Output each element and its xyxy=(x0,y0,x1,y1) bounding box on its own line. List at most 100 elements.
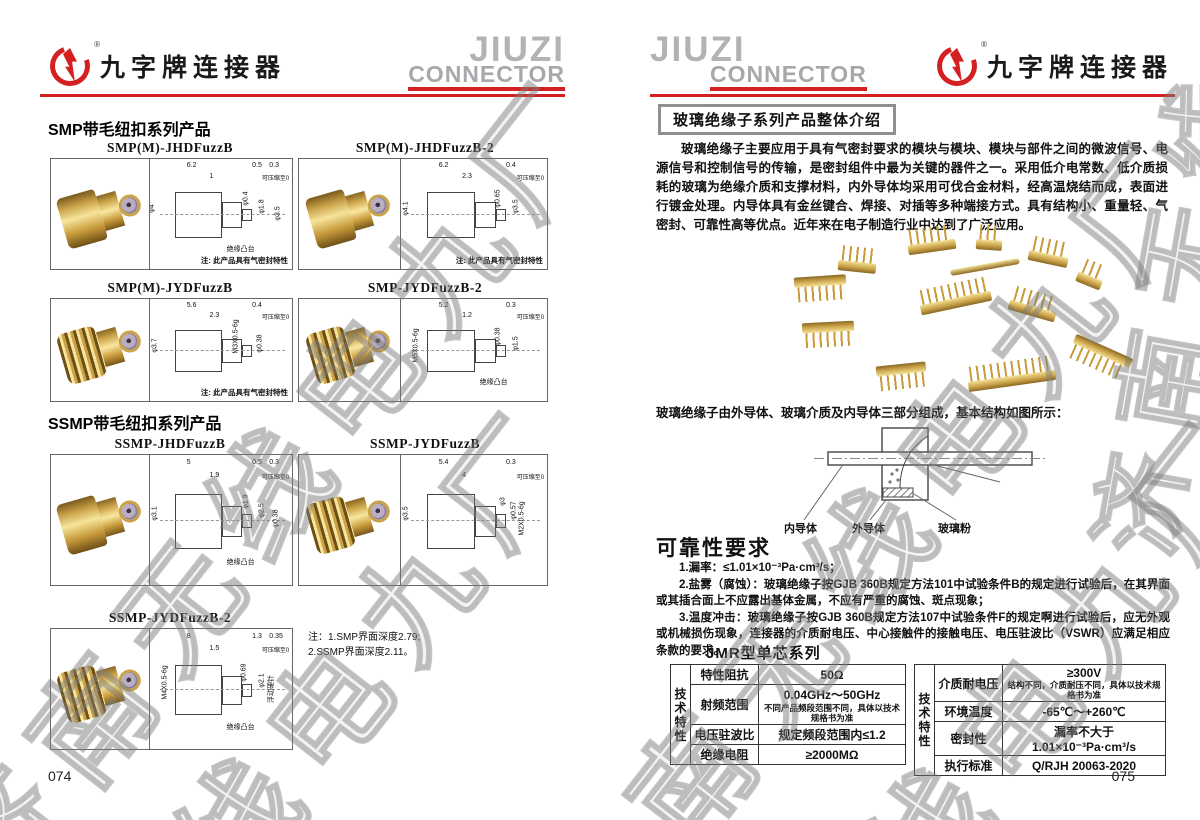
brand-logotype: JIUZI CONNECTOR xyxy=(650,32,867,91)
connector-photo xyxy=(950,257,1020,277)
spec-table-environment: 技术特性 介质耐电压 ≥300V 结构不同，介质耐压不同，具体以技术规格书为准 … xyxy=(914,664,1166,776)
spec-label: 绝缘电阻 xyxy=(690,744,759,765)
spec-value: ≥2000MΩ xyxy=(758,744,906,765)
product-name: SSMP-JYDFuzzB xyxy=(370,436,480,451)
spec-value: -65℃～+260℃ xyxy=(1002,701,1166,722)
connector-photo xyxy=(875,361,927,377)
table-side-header: 技术特性 xyxy=(914,664,935,776)
product-photo xyxy=(299,455,401,585)
spec-value: 50Ω xyxy=(758,664,906,685)
diagram-label-glass: 玻璃粉 xyxy=(938,521,971,535)
connector-photo xyxy=(801,320,855,334)
series-table-title: JMR型单芯系列 xyxy=(706,645,821,662)
brand-name-cn: 九字牌连接器 xyxy=(100,54,287,82)
spec-value: ≥300V xyxy=(1066,666,1102,680)
spec-label: 介质耐电压 xyxy=(934,664,1003,702)
connector-photo xyxy=(1072,333,1134,369)
product-photo xyxy=(51,455,150,585)
glass-seal-shape xyxy=(882,487,914,498)
structure-diagram: 内导体 外导体 玻璃粉 xyxy=(770,422,1070,540)
product-name: SSMP-JHDFuzzB xyxy=(114,436,226,451)
spec-label: 电压驻波比 xyxy=(690,724,759,745)
registered-mark: ® xyxy=(94,40,100,49)
product-name: SMP(M)-JHDFuzzB-2 xyxy=(355,140,495,155)
spec-value: 0.04GHz～50GHz xyxy=(783,688,881,702)
product-photo xyxy=(299,159,401,269)
header-rule xyxy=(40,94,565,97)
spec-label: 执行标准 xyxy=(934,755,1003,776)
spec-value: 规定频段范围内≤1.2 xyxy=(758,724,906,745)
left-page-header: ® 九字牌连接器 JIUZI CONNECTOR xyxy=(40,30,565,97)
section-title-ssmp: SSMP带毛纽扣系列产品 xyxy=(48,416,222,433)
brand-block: ® 九字牌连接器 xyxy=(930,39,1173,93)
reliability-list: 1.漏率：≤1.01×10⁻³Pa·cm³/s； 2.盐雾（腐蚀）：玻璃绝缘子按… xyxy=(656,560,1170,659)
logotype-jiuzi: JIUZI xyxy=(469,30,565,69)
registered-mark: ® xyxy=(981,40,987,49)
reliability-item: 2.盐雾（腐蚀）：玻璃绝缘子按GJB 360B规定方法101中试验条件B的规定进… xyxy=(656,578,1170,608)
product-photo xyxy=(51,299,150,401)
right-page-header: JIUZI CONNECTOR ® 九字牌连接器 xyxy=(650,30,1175,97)
brand-block: ® 九字牌连接器 xyxy=(43,39,287,93)
logotype-connector: CONNECTOR xyxy=(710,63,867,91)
header-rule xyxy=(650,94,1175,97)
connector-photo xyxy=(1027,249,1069,269)
connector-photo xyxy=(919,290,993,316)
connector-photo xyxy=(1075,271,1103,291)
connector-photo xyxy=(793,274,847,288)
interface-depth-note: 注：1.SMP界面深度2.79; 2.SSMP界面深度2.11。 xyxy=(308,632,421,658)
page-number: 074 xyxy=(48,768,72,784)
connector-photo xyxy=(907,238,957,256)
left-page: ® 九字牌连接器 JIUZI CONNECTOR SMP带毛纽扣系列产品 SMP… xyxy=(40,30,565,790)
connector-photo xyxy=(967,369,1057,393)
product-photo xyxy=(51,159,150,269)
spec-table-electrical: 技术特性 特性阻抗 50Ω 射频范围 0.04GHz～50GHz 不同产品频段范… xyxy=(670,664,906,765)
structure-caption: 玻璃绝缘子由外导体、玻璃介质及内导体三部分组成，基本结构如图所示： xyxy=(656,406,1069,420)
brand-logo-icon: ® xyxy=(43,39,100,93)
section-title-smp: SMP带毛纽扣系列产品 xyxy=(48,122,211,139)
brand-logo-icon: ® xyxy=(930,39,987,93)
product-name: SMP-JYDFuzzB-2 xyxy=(367,280,483,295)
product-photo xyxy=(51,629,150,749)
seal-note: 注: 此产品具有气密封特性 xyxy=(200,388,288,397)
brand-name-cn: 九字牌连接器 xyxy=(986,54,1173,82)
logotype-jiuzi: JIUZI xyxy=(650,30,746,69)
spec-value: Q/RJH 20063-2020 xyxy=(1002,755,1166,776)
table-side-header: 技术特性 xyxy=(670,664,691,765)
connector-photo xyxy=(837,260,877,274)
spec-value: 漏率不大于1.01×10⁻³Pa·cm³/s xyxy=(1002,721,1166,756)
seal-note: 注: 此产品具有气密封特性 xyxy=(455,256,543,265)
spec-label: 密封性 xyxy=(934,721,1003,756)
reliability-item: 1.漏率：≤1.01×10⁻³Pa·cm³/s； xyxy=(679,562,841,574)
product-photo-collage xyxy=(780,218,1134,398)
logotype-connector: CONNECTOR xyxy=(408,63,565,91)
diagram-label-outer: 外导体 xyxy=(851,521,886,535)
seal-note: 注: 此产品具有气密封特性 xyxy=(200,256,288,265)
page-number: 075 xyxy=(1111,768,1135,784)
diagram-label-inner: 内导体 xyxy=(784,521,818,535)
product-name: SMP(M)-JHDFuzzB xyxy=(107,140,233,155)
series-intro-paragraph: 玻璃绝缘子主要应用于具有气密封要求的模块与模块、模块与部件之间的微波信号、电源信… xyxy=(656,142,1168,232)
reliability-title: 可靠性要求 xyxy=(656,537,771,560)
spec-label: 特性阻抗 xyxy=(690,664,759,685)
product-name: SMP(M)-JYDFuzzB xyxy=(107,280,233,295)
product-photo xyxy=(299,299,401,401)
product-name: SSMP-JYDFuzzB-2 xyxy=(108,610,232,625)
brand-logotype: JIUZI CONNECTOR xyxy=(408,32,565,91)
spec-note: 不同产品频段范围不同，具体以技术规格书为准 xyxy=(763,703,900,723)
connector-photo xyxy=(975,239,1003,251)
reliability-item: 3.温度冲击：玻璃绝缘子按GJB 360B规定方法107中试验条件F的规定啊进行… xyxy=(656,611,1170,657)
